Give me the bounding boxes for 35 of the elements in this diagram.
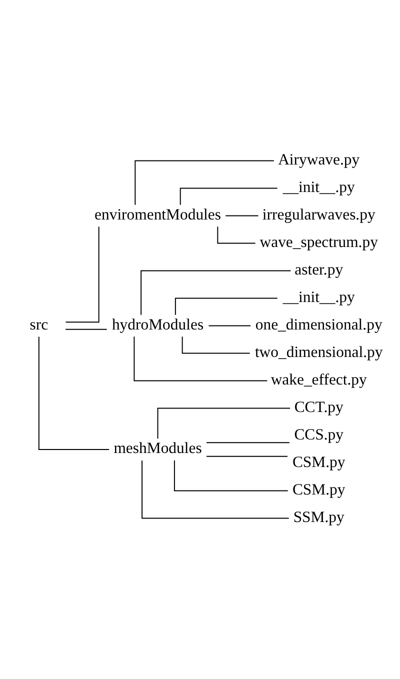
connector [140, 270, 292, 316]
connector [208, 325, 252, 326]
node-text: src [30, 316, 48, 334]
connector [206, 456, 288, 457]
connector [38, 336, 110, 450]
node-text: meshModules [114, 440, 202, 458]
connector [142, 460, 290, 519]
node-text: __init__.py [282, 288, 355, 306]
connector [65, 328, 108, 330]
connector [180, 188, 278, 206]
node-text: CSM.py [292, 481, 346, 498]
connector [206, 442, 290, 444]
connector [134, 160, 274, 206]
connector [65, 226, 100, 323]
connector [225, 215, 259, 216]
connector [157, 408, 291, 440]
node-text: wave_spectrum.py [260, 234, 378, 251]
node-text: two_dimensional.py [254, 344, 383, 361]
node-text: CCT.py [294, 398, 344, 416]
node-text: CSM.py [292, 454, 346, 471]
connector [174, 298, 278, 316]
connector [174, 460, 288, 492]
node-text: one_dimensional.py [255, 316, 382, 334]
node-text: enviromentModules [94, 206, 222, 224]
node-text: aster.py [294, 261, 344, 278]
node-text: Airywave.py [278, 151, 360, 168]
connector [217, 226, 256, 244]
node-text: __init__.py [282, 178, 355, 196]
connector [134, 336, 268, 382]
node-text: hydroModules [112, 316, 204, 334]
connector [182, 336, 250, 354]
node-text: wake_effect.py [270, 371, 367, 388]
node-text: SSM.py [293, 509, 344, 526]
node-text: irregularwaves.py [262, 206, 376, 224]
node-text: CCS.py [294, 426, 344, 444]
